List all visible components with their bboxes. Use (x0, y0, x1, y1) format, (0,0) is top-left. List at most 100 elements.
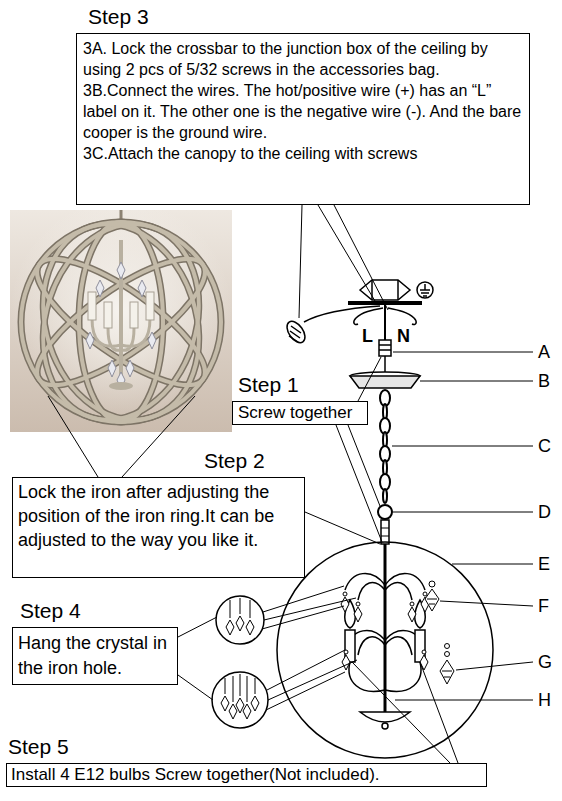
chandelier-body (385, 574, 425, 590)
crystal-drop (408, 607, 416, 622)
ring (381, 528, 389, 529)
crystal-detail-drops (226, 620, 234, 635)
crystal-drop (343, 592, 347, 596)
part-letter: G (538, 652, 552, 672)
crystal-drop (429, 581, 435, 587)
product-photo (10, 204, 232, 441)
step-heading: Step 1 (238, 373, 362, 397)
ceiling-mount (384, 304, 386, 340)
step-box: Step 2Lock the iron after adjusting the … (12, 477, 305, 578)
crystal-detail-drops (243, 704, 251, 719)
ring (378, 505, 533, 544)
crystal-drop (425, 589, 439, 611)
label-anchor: A (538, 342, 550, 362)
part-letter: D (538, 502, 551, 522)
product-photo (138, 280, 146, 297)
crystal-drop (422, 650, 426, 654)
label-anchor: L (362, 326, 373, 346)
crystal-drop (442, 671, 452, 677)
step-heading: Step 2 (204, 449, 299, 473)
label-anchor: C (538, 436, 551, 456)
chandelier-body (358, 583, 385, 600)
leader-line (266, 672, 345, 710)
product-photo (92, 318, 150, 350)
ring (381, 536, 389, 537)
chain (383, 489, 387, 503)
chandelier-body (385, 637, 412, 655)
product-photo (130, 302, 138, 328)
step-heading: Step 3 (88, 5, 523, 29)
leader-line (352, 662, 450, 763)
ring (378, 505, 392, 519)
label-anchor: D (538, 502, 551, 522)
canopy (420, 381, 533, 382)
product-photo (19, 204, 223, 441)
step-instruction: Hang the crystal in the iron hole. (18, 631, 172, 681)
ceiling-mount (289, 326, 301, 342)
canopy (384, 356, 386, 372)
step-box: Step 1Screw together (232, 401, 368, 425)
crystal-drop (341, 597, 349, 612)
label-anchor: F (538, 596, 549, 616)
crystal-detail-drops (236, 616, 244, 631)
product-photo (79, 222, 163, 422)
product-photo (19, 204, 223, 441)
product-photo (146, 292, 154, 320)
leader-line (268, 660, 357, 700)
wire-label: L (362, 326, 373, 346)
ceiling-mount (424, 284, 426, 290)
crystal-drop (440, 601, 533, 606)
ceiling-mount (379, 344, 391, 346)
product-photo (108, 360, 116, 377)
chandelier-body (385, 662, 421, 691)
leader-line (420, 662, 458, 763)
crystal-drop (445, 644, 450, 649)
ceiling-mount (417, 282, 433, 298)
part-letter: C (538, 436, 551, 456)
crystal-drop (423, 592, 427, 596)
product-photo (117, 262, 125, 279)
crystal-detail (212, 672, 268, 728)
chandelier-body (384, 544, 387, 712)
part-letter: H (538, 690, 551, 710)
chandelier-body (349, 662, 385, 691)
crystal-drop (420, 655, 428, 670)
crystal-detail-drops (229, 704, 237, 719)
ceiling-mount (360, 280, 410, 300)
step-heading: Step 4 (20, 599, 172, 623)
leader-line (264, 598, 356, 620)
orb-frame (277, 542, 493, 758)
wire-label: N (397, 326, 410, 346)
product-photo (96, 280, 104, 297)
chandelier-body (382, 723, 388, 729)
ceiling-mount (423, 295, 427, 297)
ceiling-mount (420, 289, 430, 291)
leader-line (348, 425, 380, 506)
product-photo (148, 332, 156, 349)
crystal-drop (427, 599, 437, 604)
step-instruction: Screw together (238, 403, 362, 423)
ceiling-mount (388, 308, 416, 325)
crystal-detail (212, 596, 268, 728)
ceiling-mount (397, 280, 399, 300)
product-photo (126, 360, 134, 377)
chandelier-body (385, 583, 412, 600)
step-instruction: 3A. Lock the crossbar to the junction bo… (83, 38, 523, 80)
ceiling-mount (304, 306, 380, 322)
label-anchor: B (538, 371, 550, 391)
chandelier-body (358, 637, 385, 655)
crystal-drop (410, 602, 414, 606)
ceiling-mount (393, 352, 533, 353)
product-photo (21, 222, 221, 422)
crystal-drop (440, 660, 454, 684)
product-photo (109, 382, 133, 390)
label-anchor: G (538, 652, 552, 672)
product-photo (88, 292, 96, 320)
ceiling-mount (283, 280, 533, 356)
chandelier-body (345, 574, 385, 590)
crystal-detail (216, 596, 264, 644)
crystal-drop (356, 602, 360, 606)
part-letter: A (538, 342, 550, 362)
crystal-drop (342, 655, 350, 670)
